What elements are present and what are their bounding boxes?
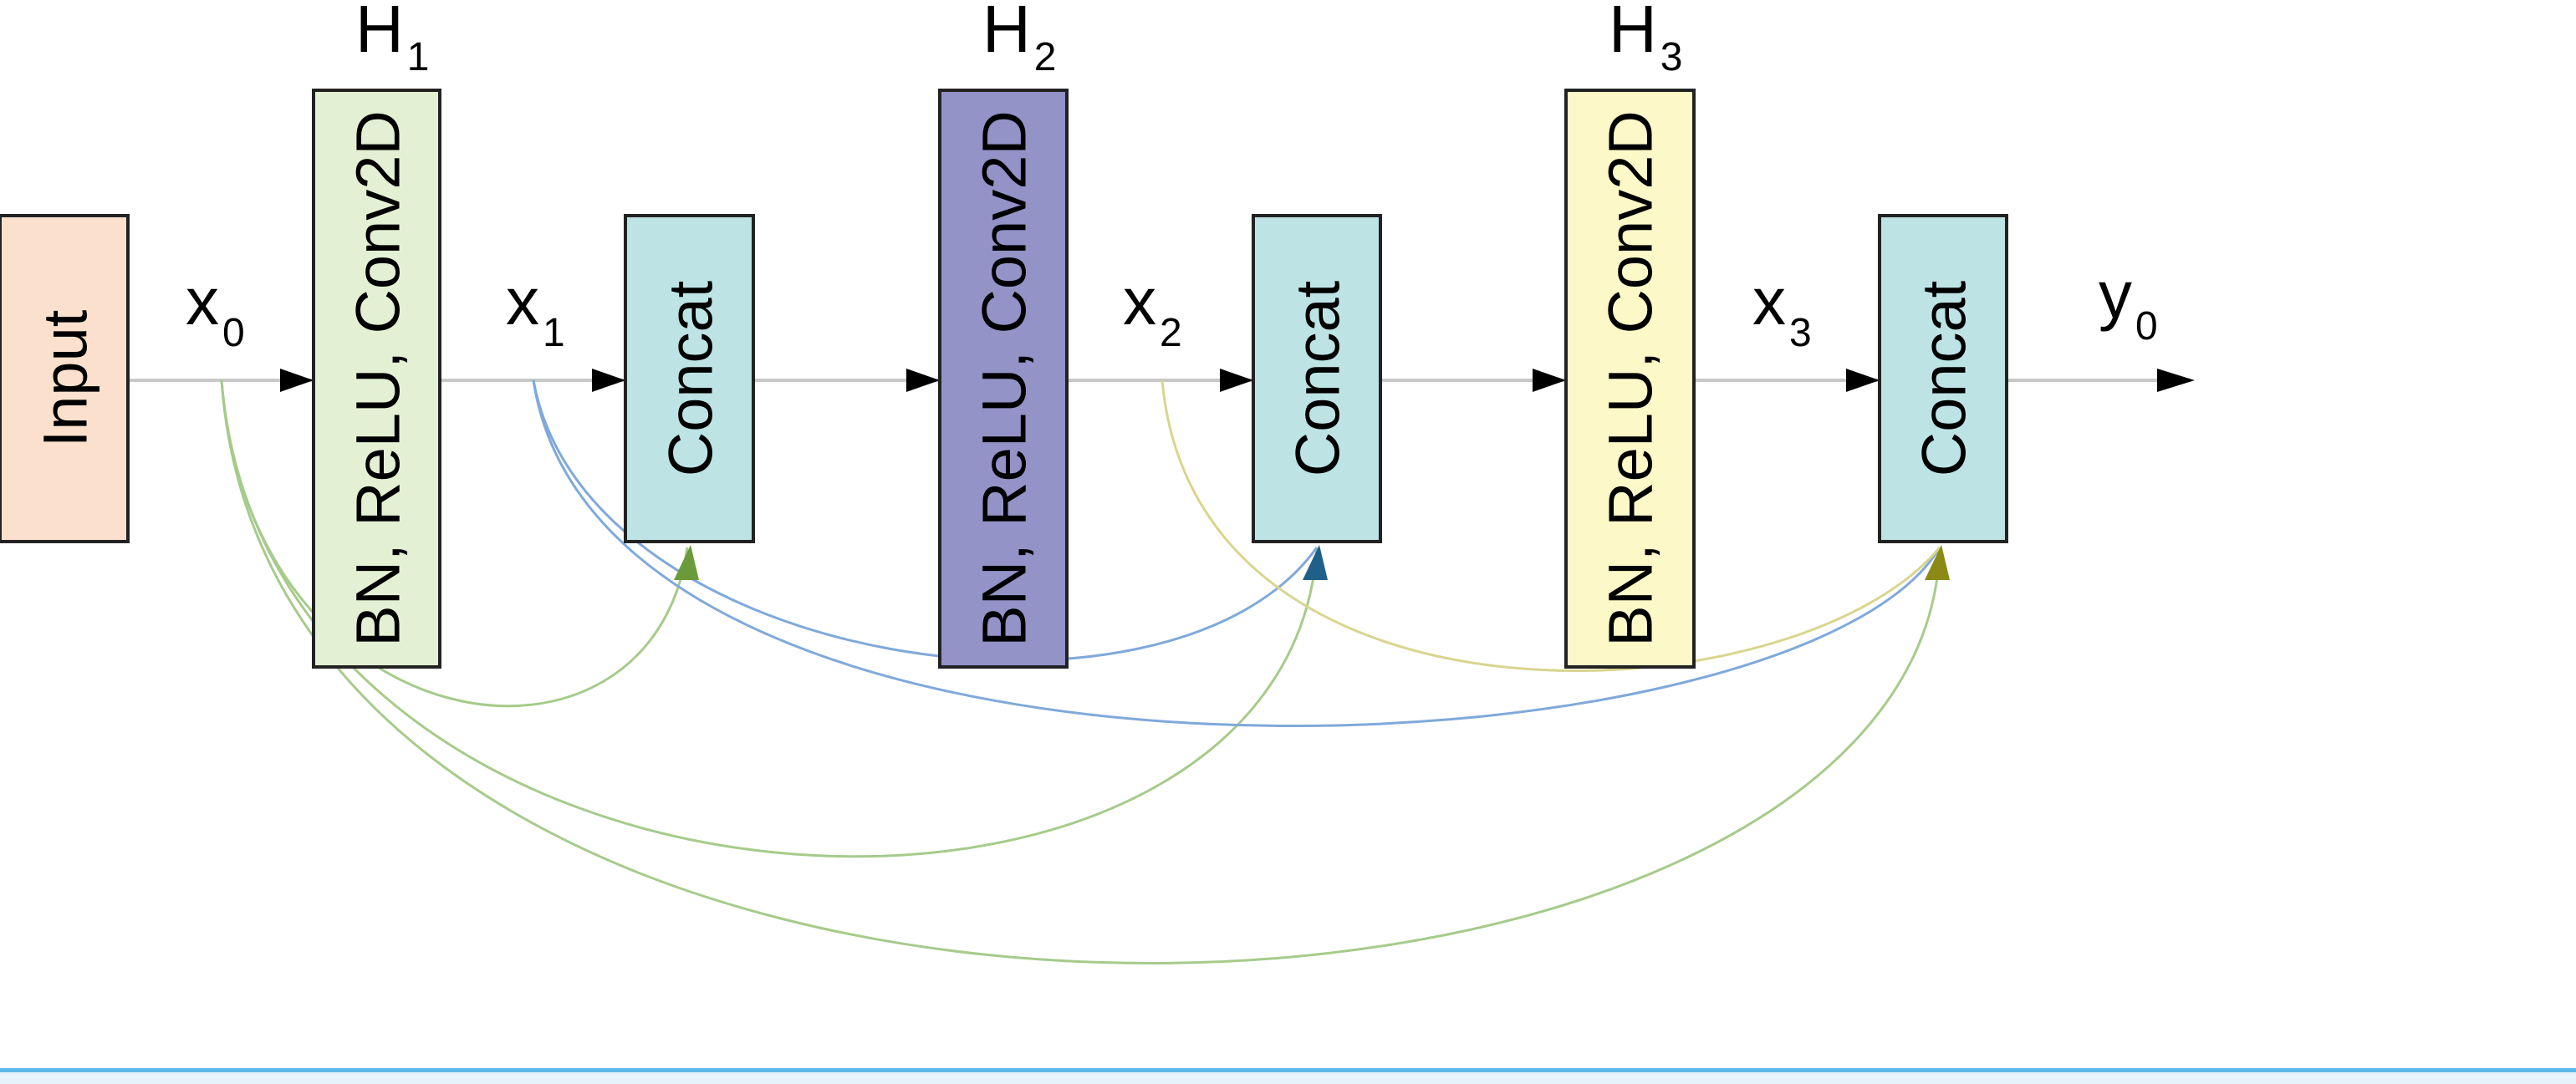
h1-label: BN, ReLU, Conv2D (344, 110, 413, 647)
arrowhead-concat2 (1220, 369, 1253, 392)
bottom-divider (0, 1068, 2576, 1084)
skip-arrowheads (674, 545, 1950, 580)
arrowhead-output (2157, 369, 2195, 392)
concat2-box (1252, 214, 1382, 543)
h1-box (312, 89, 441, 669)
h3-heading: H3 (1609, 0, 1682, 79)
x0-label: x0 (186, 264, 245, 355)
h2-heading: H2 (982, 0, 1056, 79)
arrowhead-skip-concat3 (1925, 545, 1950, 580)
input-box (0, 214, 130, 543)
skip-x0-concat2 (220, 379, 1319, 858)
skip-x1-concat3 (532, 379, 1941, 727)
arrowhead-h3 (1533, 369, 1566, 392)
arrowhead-skip-concat2 (1303, 545, 1328, 580)
nodes (0, 89, 2008, 669)
arrowhead-skip-concat1 (674, 545, 699, 580)
skip-x2-concat3 (1160, 379, 1941, 672)
node-labels: Input BN, ReLU, Conv2D Concat BN, ReLU, … (31, 110, 1979, 647)
h2-label: BN, ReLU, Conv2D (970, 110, 1039, 647)
h1-heading: H1 (355, 0, 429, 79)
x2-label: x2 (1123, 264, 1182, 355)
arrowhead-concat1 (592, 369, 625, 392)
skip-x0-concat3 (220, 379, 1941, 964)
skip-x1-concat2 (532, 379, 1319, 662)
concat3-label: Concat (1910, 280, 1979, 476)
main-arrowheads (280, 369, 2195, 392)
x3-label: x3 (1752, 264, 1812, 355)
concat1-label: Concat (656, 280, 726, 476)
layer-labels: H1 H2 H3 (355, 0, 1682, 79)
edge-labels: x0 x1 x2 x3 y0 (186, 257, 2158, 355)
arrowhead-concat3 (1846, 369, 1880, 392)
skip-connections (220, 379, 1941, 964)
input-label: Input (31, 309, 100, 447)
h3-box (1564, 89, 1696, 669)
h2-box (938, 89, 1069, 669)
skip-x0-concat1 (220, 379, 689, 708)
h3-label: BN, ReLU, Conv2D (1596, 110, 1665, 647)
y0-label: y0 (2099, 257, 2158, 349)
x1-label: x1 (506, 264, 565, 355)
concat3-box (1878, 214, 2008, 543)
arrowhead-h2 (906, 369, 940, 392)
concat1-box (624, 214, 755, 543)
arrowhead-h1 (280, 369, 314, 392)
concat2-label: Concat (1283, 280, 1353, 476)
